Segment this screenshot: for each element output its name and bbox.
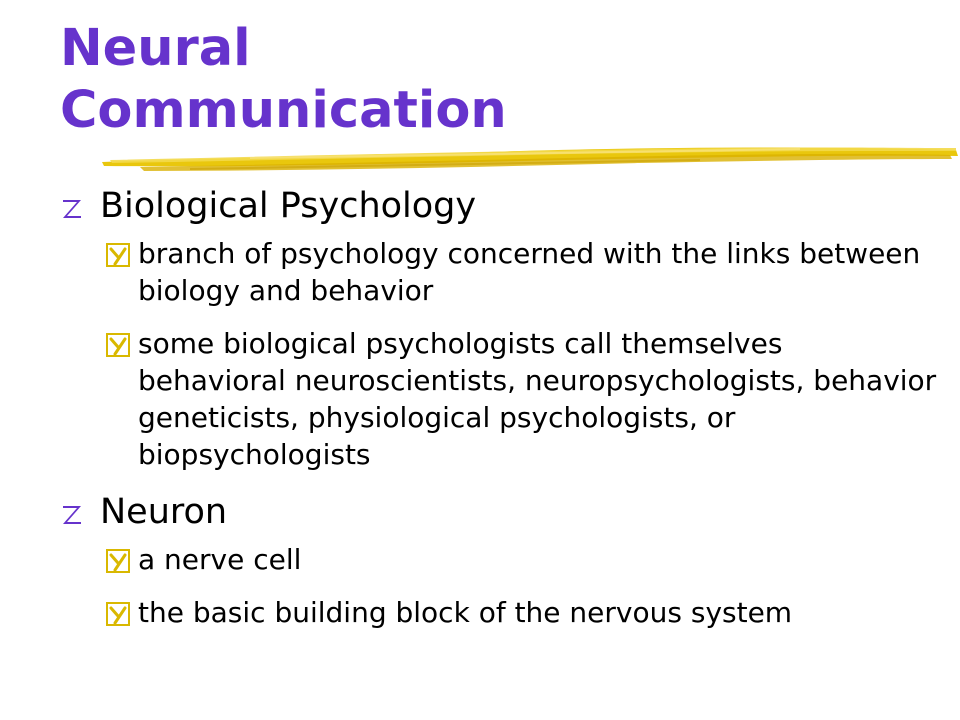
- y-bullet-icon: [106, 325, 130, 366]
- list-item-text: branch of psychology concerned with the …: [138, 237, 921, 307]
- y-bullet-icon: [106, 541, 130, 582]
- list-item: the basic building block of the nervous …: [106, 594, 938, 631]
- list-item-text: some biological psychologists call thems…: [138, 327, 937, 471]
- title-line-2: Communication: [60, 81, 507, 140]
- z-bullet-icon: [60, 183, 84, 233]
- y-bullet-icon: [106, 235, 130, 276]
- section-heading: Biological Psychology: [100, 186, 477, 226]
- section-biological-psychology: Biological Psychology: [60, 183, 920, 229]
- section-neuron: Neuron: [60, 489, 920, 535]
- title-line-1: Neural: [60, 19, 251, 78]
- section-heading: Neuron: [100, 492, 228, 532]
- list-item-text: a nerve cell: [138, 543, 302, 576]
- list-item: a nerve cell: [106, 541, 938, 578]
- slide-content: Biological Psychology branch of psycholo…: [60, 183, 936, 647]
- list-item: some biological psychologists call thems…: [106, 325, 938, 473]
- yellow-brushstroke-underline-icon: [102, 147, 958, 171]
- list-item-text: the basic building block of the nervous …: [138, 596, 793, 629]
- list-item: branch of psychology concerned with the …: [106, 235, 938, 309]
- y-bullet-icon: [106, 594, 130, 635]
- slide-title: Neural Communication: [60, 18, 507, 142]
- z-bullet-icon: [60, 489, 84, 539]
